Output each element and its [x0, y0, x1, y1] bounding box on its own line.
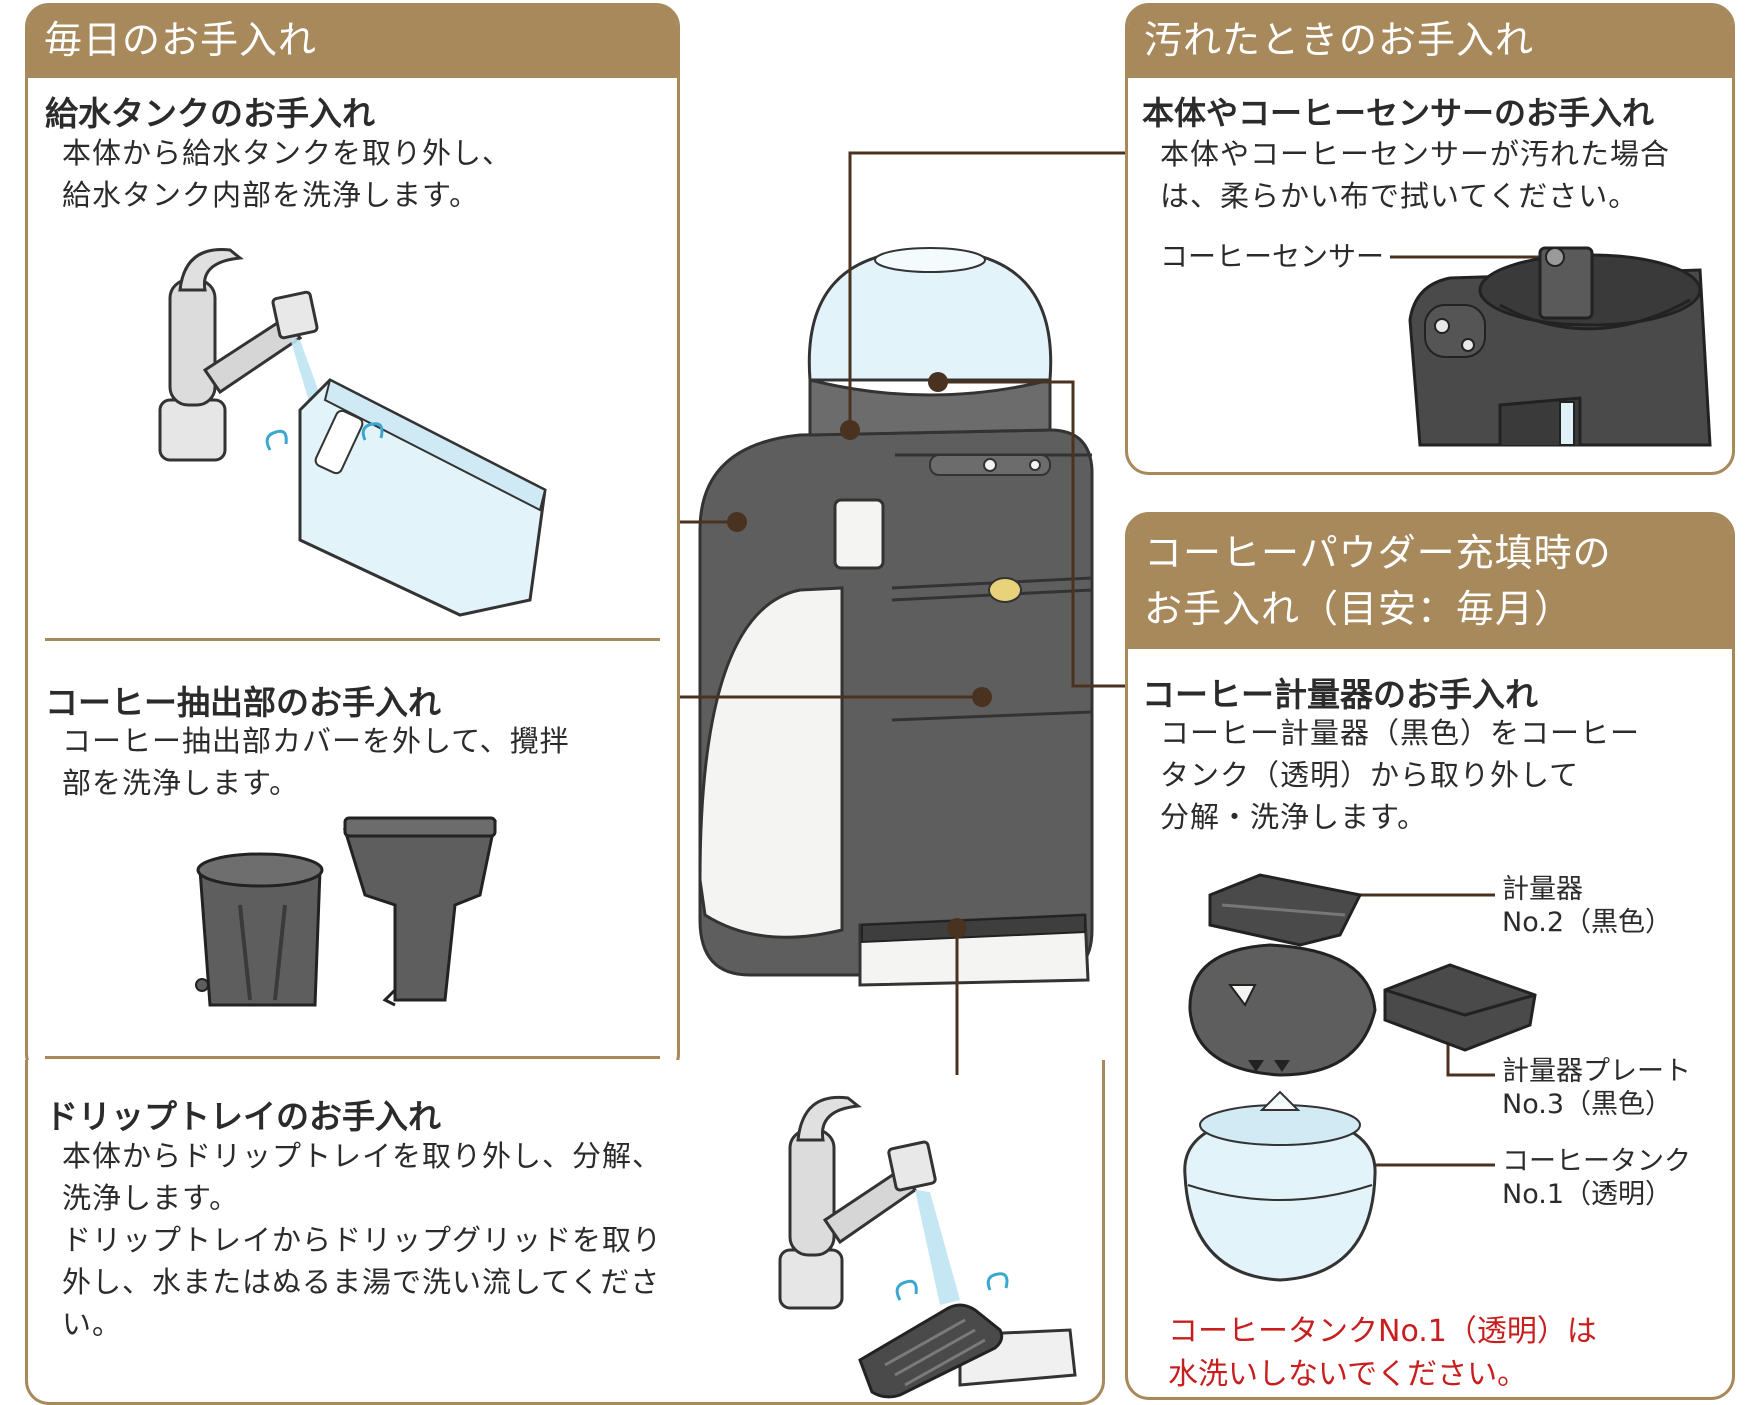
- coffee-machine-icon: [698, 247, 1094, 987]
- tank-care-body: 本体から給水タンクを取り外し、 給水タンク内部を洗浄します。: [62, 136, 513, 212]
- sensor-label: コーヒーセンサー: [1160, 240, 1385, 273]
- powder-care-header: コーヒーパウダー充填時の お手入れ（目安：毎月）: [1128, 515, 1732, 649]
- warning-text: コーヒータンクNo.1（透明）は 水洗いしないでください。: [1168, 1314, 1597, 1392]
- drip-care-title: ドリップトレイのお手入れ: [45, 1097, 441, 1136]
- measurer-icon: [1188, 873, 1377, 1077]
- daily-care-header: 毎日のお手入れ: [28, 6, 677, 78]
- measurer-care-title: コーヒー計量器のお手入れ: [1142, 675, 1538, 714]
- stirrer-icon: [343, 816, 497, 1007]
- leader-lines: [680, 151, 1555, 1167]
- callout-measurer: 計量器 No.2（黒色）: [1502, 874, 1673, 938]
- sensor-care-body: 本体やコーヒーセンサーが汚れた場合 は、柔らかい布で拭いてください。: [1160, 137, 1671, 213]
- sensor-care-title: 本体やコーヒーセンサーのお手入れ: [1142, 94, 1655, 132]
- divider-1: [45, 638, 660, 641]
- daily-care-panel: 毎日のお手入れ: [25, 3, 680, 1078]
- extract-care-title: コーヒー抽出部のお手入れ: [45, 683, 441, 722]
- faucet-icon: [158, 248, 340, 462]
- water-tank-icon: [265, 378, 547, 617]
- powder-care-panel: コーヒーパウダー充填時の お手入れ（目安：毎月）: [1125, 512, 1735, 1400]
- extract-care-body: コーヒー抽出部カバーを外して、攪拌 部を洗浄します。: [62, 724, 570, 800]
- drip-care-body: 本体からドリップトレイを取り外し、分解、 洗浄します。 ドリップトレイからドリッ…: [62, 1139, 663, 1341]
- measurer-care-body: コーヒー計量器（黒色）をコーヒー タンク（透明）から取り外して 分解・洗浄します…: [1160, 716, 1641, 834]
- leader-powder-to-machine: [940, 380, 1125, 688]
- coffee-tank-icon: [1183, 1090, 1377, 1282]
- callout-tank: コーヒータンク No.1（透明）: [1502, 1146, 1691, 1210]
- drip-tray-icon: [858, 1303, 1077, 1399]
- divider-2: [45, 1056, 660, 1059]
- faucet-icon: [778, 1095, 1009, 1310]
- tank-care-title: 給水タンクのお手入れ: [45, 94, 375, 133]
- dirty-care-header: 汚れたときのお手入れ: [1128, 6, 1732, 78]
- extraction-cover-icon: [195, 852, 324, 1007]
- measurer-plate-icon: [1383, 963, 1537, 1052]
- sensor-closeup-icon: [1408, 246, 1712, 447]
- callout-plate: 計量器プレート No.3（黒色）: [1502, 1056, 1691, 1120]
- leader-dirty-to-machine: [848, 151, 1125, 428]
